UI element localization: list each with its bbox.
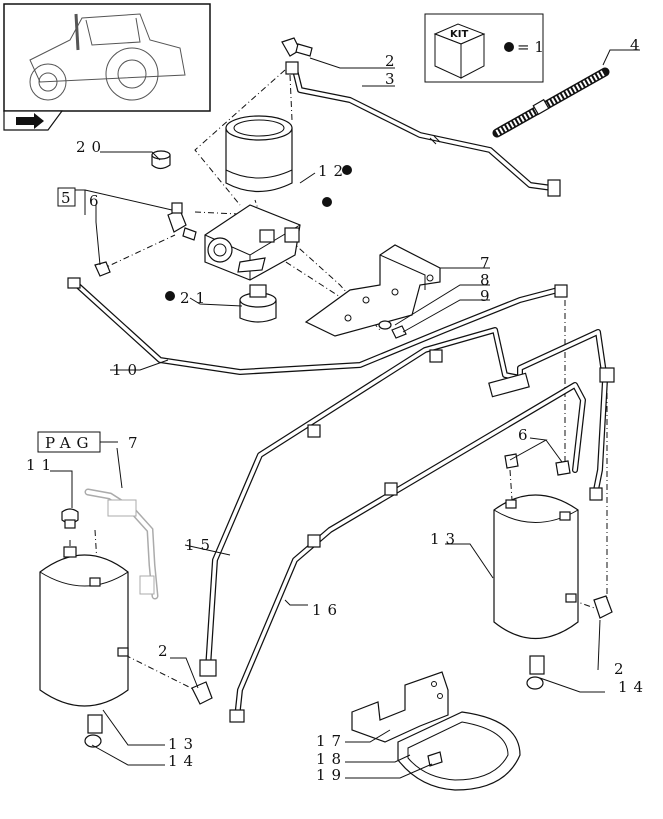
- callout-9[interactable]: 9: [480, 287, 496, 305]
- kit-dot-icon: [504, 42, 514, 52]
- washer-8[interactable]: [378, 320, 392, 330]
- air-dryer-valve[interactable]: [204, 204, 301, 281]
- bolt-19[interactable]: [427, 751, 443, 767]
- tee-fitting-5[interactable]: [167, 202, 197, 241]
- callout-2[interactable]: 2: [385, 52, 401, 70]
- page-reference[interactable]: PAG 7: [37, 431, 144, 453]
- callout-14-right[interactable]: 14: [618, 678, 649, 696]
- callout-12[interactable]: 12: [318, 162, 349, 180]
- callout-14-left[interactable]: 14: [168, 752, 199, 770]
- callout-labels: 2 3 4 20 12 5 6 21 7 8 9 10 11 15 16 6 1…: [26, 36, 649, 784]
- air-tank-13-left[interactable]: [39, 546, 129, 707]
- callout-8[interactable]: 8: [480, 271, 496, 289]
- filter-cartridge-12[interactable]: [225, 115, 293, 192]
- callout-18[interactable]: 18: [316, 750, 347, 768]
- drain-valve-14-right[interactable]: [526, 655, 545, 690]
- bolt-6-left[interactable]: [94, 261, 111, 277]
- callout-13-right[interactable]: 13: [430, 530, 461, 548]
- bolt-6-right-b[interactable]: [555, 460, 571, 476]
- callout-7[interactable]: 7: [480, 254, 496, 272]
- callout-20[interactable]: 20: [76, 138, 107, 156]
- callout-10[interactable]: 10: [112, 361, 143, 379]
- kit-dot-21: [165, 291, 175, 301]
- pag-label: PAG: [45, 434, 95, 452]
- callout-15[interactable]: 15: [185, 536, 216, 554]
- callout-5[interactable]: 5: [61, 189, 77, 207]
- elbow-fitting-2-left[interactable]: [191, 659, 217, 705]
- cap-20[interactable]: [151, 150, 171, 170]
- kit-legend: KIT = 1: [424, 13, 544, 83]
- callout-2-right[interactable]: 2: [614, 660, 630, 678]
- nav-arrow-icon[interactable]: [3, 110, 64, 131]
- bracket-17[interactable]: [351, 671, 449, 743]
- pag-number: 7: [128, 434, 144, 452]
- callout-3[interactable]: 3: [385, 70, 401, 88]
- pipe-10[interactable]: [67, 277, 568, 375]
- callout-19[interactable]: 19: [316, 766, 347, 784]
- air-tank-13-right[interactable]: [493, 494, 579, 640]
- callout-4[interactable]: 4: [630, 36, 646, 54]
- nut-9[interactable]: [391, 325, 407, 339]
- strap-18[interactable]: [397, 711, 521, 791]
- callout-6-right[interactable]: 6: [518, 426, 534, 444]
- wiring-harness[interactable]: [84, 488, 159, 600]
- kit-legend-text: = 1: [517, 38, 544, 56]
- kit-badge: KIT: [450, 29, 468, 40]
- callout-box-5: [57, 187, 76, 207]
- tractor-thumbnail[interactable]: [3, 3, 211, 112]
- kit-dot-valve: [322, 197, 332, 207]
- callout-2-left[interactable]: 2: [158, 642, 174, 660]
- pipe-16[interactable]: [229, 382, 586, 723]
- callout-17[interactable]: 17: [316, 732, 347, 750]
- pipe-3[interactable]: [292, 67, 561, 197]
- callout-16[interactable]: 16: [312, 601, 343, 619]
- sensor-11[interactable]: [61, 508, 79, 529]
- drain-valve-14-left[interactable]: [84, 714, 103, 748]
- callout-21[interactable]: 21: [180, 289, 211, 307]
- pipe-15[interactable]: [205, 327, 615, 671]
- kit-box-icon: [433, 23, 486, 79]
- callout-6-left[interactable]: 6: [89, 192, 105, 210]
- leader-lines: [50, 49, 640, 779]
- callout-13-left[interactable]: 13: [168, 735, 199, 753]
- kit-dot-12: [342, 165, 352, 175]
- elbow-fitting-2-top[interactable]: [281, 37, 313, 75]
- callout-11[interactable]: 11: [26, 456, 57, 474]
- hose-4[interactable]: [492, 67, 610, 138]
- drain-plug-21[interactable]: [239, 284, 277, 323]
- elbow-fitting-2-right[interactable]: [593, 595, 613, 619]
